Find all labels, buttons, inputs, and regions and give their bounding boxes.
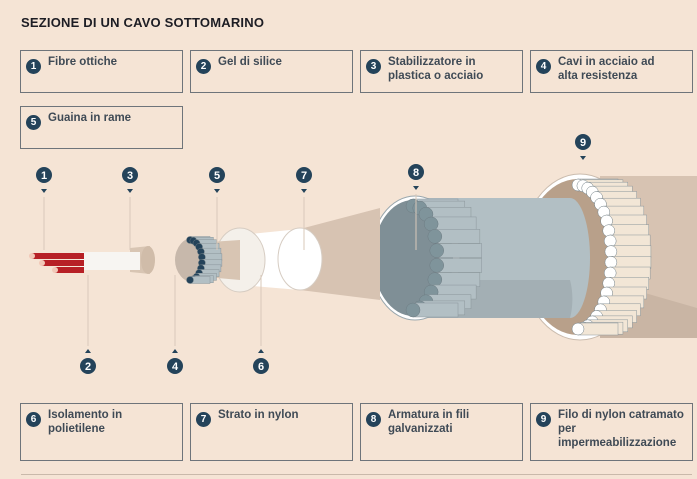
legend-box-4: 4 Cavi in acciaio ad alta resistenza [530,50,693,93]
svg-text:9: 9 [580,137,586,149]
legend-label: Guaina in rame [48,112,132,124]
page-title: SEZIONE DI UN CAVO SOTTOMARINO [21,15,265,30]
number-badge: 2 [196,59,211,74]
svg-text:5: 5 [214,170,220,182]
number-badge: 3 [366,59,381,74]
legend-label: Stabilizzatore in plastica o acciaio [388,56,484,82]
polyethylene-insulation [277,227,323,291]
svg-text:8: 8 [413,167,419,179]
legend-label: Gel di silice [218,56,282,68]
legend-box-7: 7 Strato in nylon [190,403,353,461]
legend-label: Filo di nylon catramato per impermeabili… [558,409,684,449]
svg-text:6: 6 [258,361,264,373]
silica-gel [80,252,140,270]
number-badge: 6 [26,412,41,427]
callout-9: 9 [575,134,591,160]
legend-box-1: 1 Fibre ottiche [20,50,183,93]
callout-4: 4 [167,275,183,374]
divider [21,474,692,475]
stabilizer [141,246,155,274]
legend-label: Isolamento in polietilene [48,409,123,435]
optical-fibres [29,253,84,273]
number-badge: 7 [196,412,211,427]
callout-3: 3 [122,167,138,250]
legend-box-2: 2 Gel di silice [190,50,353,93]
svg-text:4: 4 [172,361,179,373]
callout-5: 5 [209,167,225,250]
legend-box-8: 8 Armatura in fili galvanizzati [360,403,523,461]
legend-label: Fibre ottiche [48,56,118,68]
svg-text:3: 3 [127,170,133,182]
steel-wires [186,236,223,284]
legend-label: Armatura in fili galvanizzati [388,409,470,435]
number-badge: 8 [366,412,381,427]
legend-box-5: 5 Guaina in rame [20,106,183,149]
cable-illustration: 1 3 5 7 8 9 2 4 6 [29,134,697,374]
callout-7: 7 [296,167,312,250]
callout-1: 1 [36,167,52,250]
callout-6: 6 [253,275,269,374]
number-badge: 5 [26,115,41,130]
legend-box-3: 3 Stabilizzatore in plastica o acciaio [360,50,523,93]
legend-label: Cavi in acciaio ad alta resistenza [558,56,655,82]
legend-box-6: 6 Isolamento in polietilene [20,403,183,461]
legend-box-9: 9 Filo di nylon catramato per impermeabil… [530,403,693,461]
galvanized-wires [405,198,483,318]
svg-text:7: 7 [301,170,307,182]
nylon-layer [300,208,380,300]
legend-label: Strato in nylon [218,409,299,421]
tarred-nylon-wires [571,178,652,336]
svg-text:2: 2 [85,361,91,373]
number-badge: 4 [536,59,551,74]
callout-8: 8 [408,164,424,250]
number-badge: 9 [536,412,551,427]
number-badge: 1 [26,59,41,74]
svg-text:1: 1 [41,170,47,182]
callout-2: 2 [80,275,96,374]
